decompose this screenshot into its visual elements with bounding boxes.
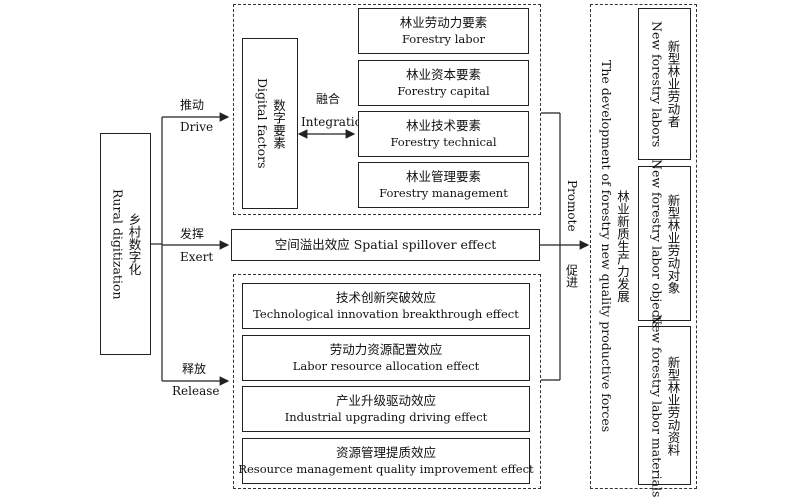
release-label: 释放 xyxy=(182,362,206,377)
outcome-en: New forestry labors xyxy=(649,20,665,148)
outcome-label: 新型林业劳动资料 New forestry labor materials xyxy=(649,314,681,497)
factor-en: Forestry management xyxy=(379,186,508,200)
release-zh: 释放 xyxy=(182,362,207,376)
exert-en: Exert xyxy=(180,250,214,264)
digital-en: Digital factors xyxy=(255,78,270,169)
integration-label-en: Integration xyxy=(301,115,370,130)
effect-zh: 产业升级驱动效应 xyxy=(335,393,436,408)
factor-zh: 林业资本要素 xyxy=(405,67,481,82)
effect-zh: 技术创新突破效应 xyxy=(335,290,436,305)
effect-zh: 劳动力资源配置效应 xyxy=(329,342,443,357)
outcome-box-materials: 新型林业劳动资料 New forestry labor materials xyxy=(638,314,691,497)
promote-label-zh: 促进 xyxy=(564,256,580,296)
factor-box-labor: 林业劳动力要素 Forestry labor xyxy=(358,8,529,54)
development-text: 林业新质生产力发展 The development of forestry ne… xyxy=(598,60,630,432)
fusion-en: Integration xyxy=(301,115,370,129)
promote-zh: 促进 xyxy=(564,264,579,288)
digital-zh: 数字要素 xyxy=(271,98,286,149)
development-zh: 林业新质生产力发展 xyxy=(615,190,630,303)
development-group xyxy=(590,4,697,489)
outcome-box-objects: 新型林业劳动对象 New forestry labor objects xyxy=(638,159,691,328)
spillover-box: 空间溢出效应 Spatial spillover effect xyxy=(231,229,540,261)
effect-box-resource: 资源管理提质效应 Resource management quality imp… xyxy=(238,438,534,484)
effect-en: Technological innovation breakthrough ef… xyxy=(253,307,519,321)
factor-zh: 林业劳动力要素 xyxy=(399,15,488,30)
rural-zh: 乡村数字化 xyxy=(126,212,142,276)
release-en: Release xyxy=(172,384,220,398)
outcome-zh: 新型林业劳动资料 xyxy=(665,355,681,456)
effects-group xyxy=(233,274,541,489)
effect-box-labor: 劳动力资源配置效应 Labor resource allocation effe… xyxy=(242,335,530,381)
spillover-label: 空间溢出效应 Spatial spillover effect xyxy=(274,237,497,252)
fusion-zh: 融合 xyxy=(316,92,341,106)
development-label: 林业新质生产力发展 The development of forestry ne… xyxy=(592,8,636,485)
effect-box-industrial: 产业升级驱动效应 Industrial upgrading driving ef… xyxy=(242,386,530,432)
exert-label-en: Exert xyxy=(180,250,213,265)
effect-box-innovation: 技术创新突破效应 Technological innovation breakt… xyxy=(242,283,530,329)
outcome-zh: 新型林业劳动对象 xyxy=(665,193,681,294)
factor-box-technical: 林业技术要素 Forestry technical xyxy=(358,111,529,157)
outcome-zh: 新型林业劳动者 xyxy=(665,40,681,128)
outcome-label: 新型林业劳动对象 New forestry labor objects xyxy=(649,159,681,328)
promote-en: Promote xyxy=(565,180,579,232)
effect-en: Industrial upgrading driving effect xyxy=(284,410,488,424)
outcome-label: 新型林业劳动者 New forestry labors xyxy=(649,21,681,147)
exert-zh: 发挥 xyxy=(180,227,205,241)
factor-en: Forestry capital xyxy=(397,84,490,98)
promote-label-en: Promote xyxy=(564,176,580,236)
integration-label-zh: 融合 xyxy=(316,92,340,107)
drive-en: Drive xyxy=(180,120,214,134)
factor-en: Forestry labor xyxy=(401,32,486,46)
release-label-en: Release xyxy=(172,384,220,399)
exert-label: 发挥 xyxy=(180,227,204,242)
development-en: The development of forestry new quality … xyxy=(599,60,614,433)
rural-digitization-label: 乡村数字化 Rural digitization xyxy=(110,189,142,300)
factor-box-management: 林业管理要素 Forestry management xyxy=(358,162,529,208)
digital-factors-box: 数字要素 Digital factors xyxy=(242,38,298,209)
factor-en: Forestry technical xyxy=(390,135,497,149)
outcome-en: New forestry labor materials xyxy=(649,313,665,497)
drive-label-en: Drive xyxy=(180,120,213,135)
factor-zh: 林业技术要素 xyxy=(405,118,481,133)
factor-box-capital: 林业资本要素 Forestry capital xyxy=(358,60,529,106)
effect-zh: 资源管理提质效应 xyxy=(335,445,436,460)
outcome-box-labors: 新型林业劳动者 New forestry labors xyxy=(638,8,691,160)
factor-zh: 林业管理要素 xyxy=(405,169,481,184)
rural-digitization-box: 乡村数字化 Rural digitization xyxy=(100,133,151,355)
outcome-en: New forestry labor objects xyxy=(649,158,665,329)
effect-en: Labor resource allocation effect xyxy=(292,359,480,373)
drive-zh: 推动 xyxy=(180,98,205,112)
factors-group xyxy=(233,4,541,215)
effect-en: Resource management quality improvement … xyxy=(238,462,534,476)
drive-label: 推动 xyxy=(180,98,204,113)
rural-en: Rural digitization xyxy=(110,188,126,300)
digital-factors-label: 数字要素 Digital factors xyxy=(254,78,286,169)
